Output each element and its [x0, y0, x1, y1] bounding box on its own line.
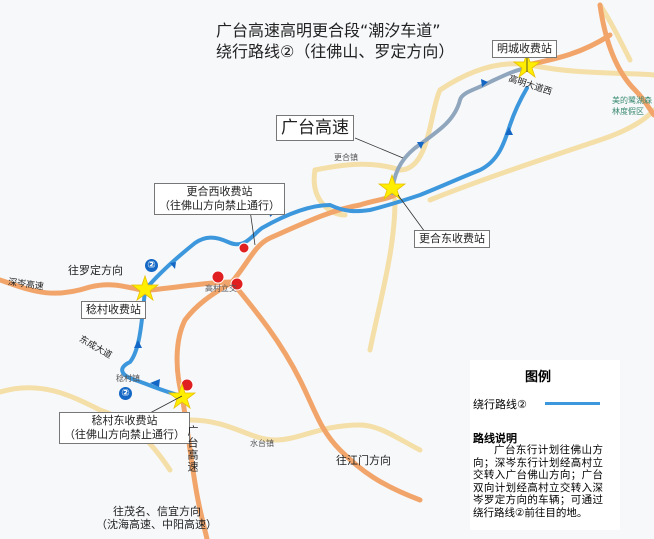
guangtai-highway-label: 广台高速 [276, 115, 354, 141]
resort-label: 美的鹭湖森林度假区 [612, 96, 652, 116]
genghe-town-label: 更合镇 [334, 153, 358, 162]
to-jiangmen-label: 往江门方向 [336, 454, 391, 467]
genghe-west-toll-label: 更合西收费站 （往佛山方向禁止通行） [154, 183, 285, 215]
to-maoming-label: 往茂名、信宜方向 [113, 505, 201, 518]
shuitai-town-label: 水台镇 [250, 439, 274, 448]
minor-roads [0, 2, 654, 473]
title-line-1: 广台高速高明更合段“潮汐车道” [216, 21, 441, 40]
guangtai-upper-route [390, 66, 528, 196]
legend-item-label: 绕行路线② [473, 398, 527, 411]
station-name: 稔村东收费站 [91, 414, 158, 427]
title-line-2: 绕行路线②（往佛山、罗定方向） [216, 42, 455, 61]
route-description-title: 路线说明 [473, 432, 517, 445]
route-arrows [134, 79, 513, 387]
genghe-east-toll-label: 更合东收费站 [414, 230, 490, 248]
station-note: （往佛山方向禁止通行） [64, 428, 185, 441]
route-2-marker: ② [145, 259, 158, 272]
station-note: （往佛山方向禁止通行） [159, 199, 280, 212]
rencun-toll-label: 稔村收费站 [81, 301, 146, 319]
rencun-town-label: 稔村镇 [116, 374, 140, 383]
legend-title: 图例 [525, 370, 552, 385]
legend-route-swatch [545, 402, 600, 405]
station-name: 更合西收费站 [186, 185, 253, 198]
to-luoding-label: 往罗定方向 [68, 264, 123, 277]
gaocun-interchange-label: 高村立交 [205, 284, 237, 293]
route-description: 广台东行计划往佛山方向；深岑东行计划经高村立交转入广台佛山方向；广台双向计划经高… [473, 444, 603, 519]
callout-lines [149, 58, 528, 414]
legend: 图例 绕行路线② 路线说明 广台东行计划往佛山方向；深岑东行计划经高村立交转入广… [470, 360, 620, 530]
detour-route-2 [120, 86, 529, 398]
mingcheng-toll-label: 明城收费站 [492, 40, 557, 58]
rencun-east-toll-label: 稔村东收费站 （往佛山方向禁止通行） [59, 412, 190, 444]
guangtai-highway-vertical-label: 广台高速 [186, 425, 199, 473]
no-entry-icons [180, 242, 250, 392]
route-2-marker: ② [119, 387, 132, 400]
to-maoming-sub-label: （沈海高速、中阳高速） [96, 518, 217, 531]
